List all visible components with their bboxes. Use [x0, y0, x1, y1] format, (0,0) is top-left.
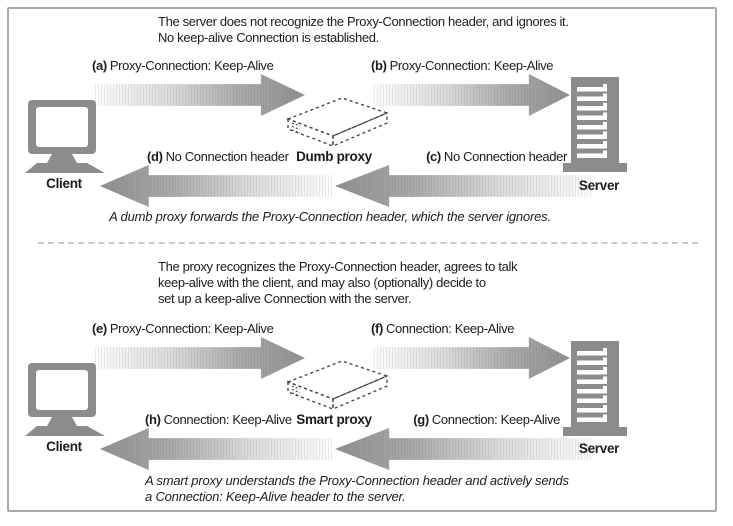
diagram-frame [7, 7, 717, 512]
arrow-g-text: Connection: Keep-Alive [431, 412, 561, 427]
bottom-intro-line-3: set up a keep-alive Connection with the … [158, 291, 412, 306]
smart-proxy-icon [286, 360, 389, 411]
arrow-g-prefix: (g) [413, 412, 429, 427]
arrow-c-prefix: (c) [426, 149, 441, 164]
arrow-c-text: No Connection header [443, 149, 567, 164]
bottom-intro-line-1: The proxy recognizes the Proxy-Connectio… [158, 259, 518, 274]
arrow-b-prefix: (b) [371, 58, 387, 73]
arrow-f-label: (f)Connection: Keep-Alive [371, 321, 514, 336]
top-intro-line-1: The server does not recognize the Proxy-… [158, 14, 569, 29]
client-icon [25, 100, 105, 173]
top-client-label: Client [46, 176, 82, 191]
top-caption: A dumb proxy forwards the Proxy-Connecti… [109, 209, 551, 224]
arrow-c-label: (c)No Connection header [400, 149, 567, 164]
arrow-d-prefix: (d) [147, 149, 163, 164]
arrow-d-text: No Connection header [165, 149, 289, 164]
arrow-b-label: (b)Proxy-Connection: Keep-Alive [371, 58, 554, 73]
arrow-e-prefix: (e) [92, 321, 107, 336]
arrow-a-text: Proxy-Connection: Keep-Alive [109, 58, 274, 73]
bottom-server-label: Server [578, 441, 620, 456]
arrow-f-prefix: (f) [371, 321, 383, 336]
arrow-f-text: Connection: Keep-Alive [385, 321, 515, 336]
arrow-d-label: (d)No Connection header [147, 149, 289, 164]
bottom-caption-line-1: A smart proxy understands the Proxy-Conn… [145, 473, 569, 488]
bottom-intro-text: The proxy recognizes the Proxy-Connectio… [158, 259, 518, 307]
bottom-proxy-label: Smart proxy [296, 412, 372, 427]
server-icon [563, 341, 627, 436]
arrow-a-label: (a)Proxy-Connection: Keep-Alive [92, 58, 274, 73]
arrow-b-text: Proxy-Connection: Keep-Alive [389, 58, 554, 73]
client-icon [25, 363, 105, 436]
panel-divider [38, 242, 698, 244]
arrow-g-label: (g)Connection: Keep-Alive [400, 412, 560, 427]
arrow-h-prefix: (h) [145, 412, 161, 427]
bottom-caption: A smart proxy understands the Proxy-Conn… [145, 473, 569, 505]
arrow-e-text: Proxy-Connection: Keep-Alive [109, 321, 274, 336]
top-intro-text: The server does not recognize the Proxy-… [158, 14, 569, 46]
bottom-client-label: Client [46, 439, 82, 454]
dumb-proxy-icon [286, 97, 389, 148]
top-proxy-label: Dumb proxy [296, 149, 372, 164]
arrow-a-prefix: (a) [92, 58, 107, 73]
top-server-label: Server [578, 178, 620, 193]
arrow-h-text: Connection: Keep-Alive [163, 412, 293, 427]
server-icon [563, 77, 627, 172]
bottom-intro-line-2: keep-alive with the client, and may also… [158, 275, 486, 290]
top-intro-line-2: No keep-alive Connection is established. [158, 30, 379, 45]
arrow-h-label: (h)Connection: Keep-Alive [145, 412, 292, 427]
bottom-caption-line-2: a Connection: Keep-Alive header to the s… [145, 489, 406, 504]
arrow-e-label: (e)Proxy-Connection: Keep-Alive [92, 321, 274, 336]
